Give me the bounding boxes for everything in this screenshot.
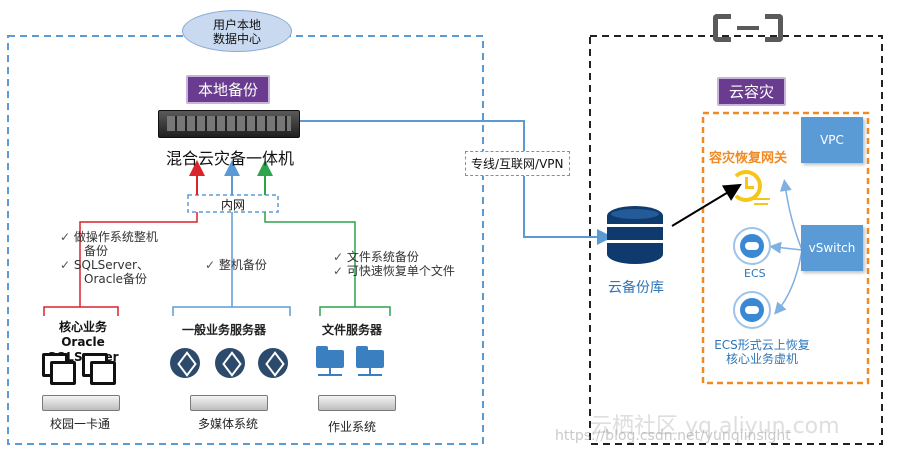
link-label: 专线/互联网/VPN (465, 151, 570, 176)
ecs-restore-label: ECS形式云上恢复 核心业务虚机 (714, 338, 810, 366)
left-bullet-1b: 备份 (84, 244, 109, 258)
copy-icon (42, 353, 76, 385)
middle-bullet-1: 整机备份 (218, 258, 267, 272)
cloud-boundary (589, 35, 883, 445)
network-folder-icon (316, 346, 348, 378)
left-system-label: 校园一卡通 (50, 417, 111, 431)
restore-arrow (671, 183, 742, 227)
datacenter-oval: 用户本地 数据中心 (182, 10, 292, 52)
ecs-icon (733, 227, 771, 265)
middle-group-title: 一般业务服务器 (182, 323, 267, 337)
aliyun-logo-icon (713, 10, 783, 46)
restore-clock-icon (726, 168, 770, 208)
wan-link (300, 120, 613, 245)
watermark-main: 云栖社区 yq.aliyun.com (590, 414, 840, 439)
middle-bullet-list: ✓ 整机备份 (205, 258, 267, 272)
gateway-label: 容灾恢复网关 (709, 151, 788, 166)
right-group-title: 文件服务器 (322, 323, 383, 337)
lan-label: 内网 (221, 198, 246, 212)
check-icon: ✓ (60, 258, 74, 272)
right-bullet-2: 可快速恢复单个文件 (346, 264, 455, 278)
datacenter-label-2: 数据中心 (212, 32, 261, 46)
ecs-restore-line-1: ECS形式云上恢复 (714, 338, 810, 352)
right-system-label: 作业系统 (328, 420, 377, 434)
rack-server-icon (190, 395, 268, 411)
right-bullet-1: 文件系统备份 (346, 250, 419, 264)
left-branch-line (79, 212, 198, 307)
rack-server-icon (318, 395, 396, 411)
local-backup-tag: 本地备份 (186, 75, 271, 104)
recovery-boundary (701, 111, 870, 385)
left-bullet-2b: Oracle备份 (84, 272, 148, 286)
rack-server-icon (42, 395, 120, 411)
vpc-box: VPC (801, 117, 863, 163)
left-bullet-1: 做操作系统整机 (73, 230, 158, 244)
cube-icon (170, 348, 200, 378)
appliance-label: 混合云灾备一体机 (166, 149, 295, 168)
cloud-dr-tag: 云容灾 (717, 77, 787, 106)
backup-repo-label: 云备份库 (608, 280, 664, 296)
left-bullet-list: ✓ 做操作系统整机 备份 ✓ SQLServer、 Oracle备份 (60, 230, 158, 286)
watermark-sub: https://blog.csdn.net/yunqiinsight (555, 428, 791, 444)
network-folder-icon (356, 346, 388, 378)
cube-icon (215, 348, 245, 378)
check-icon: ✓ (333, 264, 347, 278)
copy-icon (82, 353, 116, 385)
vswitch-box: vSwitch (801, 225, 863, 271)
ecs-restore-line-2: 核心业务虚机 (725, 352, 798, 366)
datacenter-label-1: 用户本地 (212, 18, 261, 32)
cube-icon (258, 348, 288, 378)
check-icon: ✓ (60, 230, 74, 244)
right-branch-line (264, 212, 356, 307)
left-bullet-2: SQLServer、 (73, 258, 149, 272)
middle-system-label: 多媒体系统 (198, 417, 259, 431)
onprem-boundary (7, 35, 484, 445)
database-icon (607, 206, 663, 264)
appliance-server-icon (158, 110, 300, 138)
right-bullet-list: ✓ 文件系统备份 ✓ 可快速恢复单个文件 (333, 250, 455, 278)
ecs-label: ECS (744, 267, 766, 280)
core-business-label: 核心业务 (58, 320, 107, 334)
ecs-icon (733, 291, 771, 329)
check-icon: ✓ (333, 250, 347, 264)
check-icon: ✓ (205, 258, 219, 272)
